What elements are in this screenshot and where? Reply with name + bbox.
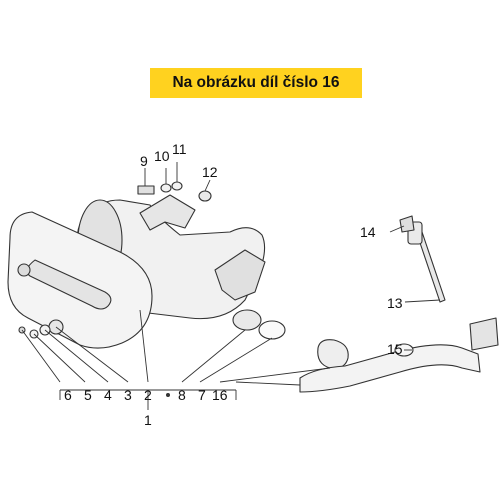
rear-bracket [214,249,266,301]
callout-8: 8 [178,387,186,403]
washer-10 [160,183,172,193]
nut [198,190,212,202]
exhaust-manifold-pipe [299,344,481,393]
callout-15: 15 [387,341,403,357]
callout-6: 6 [64,387,72,403]
highlight-banner: Na obrázku díl číslo 16 [150,68,362,98]
heat-shield-hole [17,263,31,277]
callout-1: 1 [144,412,152,428]
callout-12: 12 [202,164,218,180]
callout-3: 3 [124,387,132,403]
callout-14: 14 [360,224,376,240]
manifold-flange [469,317,499,351]
banner-text: Na obrázku díl číslo 16 [172,74,340,91]
callout-2: 2 [144,387,152,403]
callout-5: 5 [84,387,92,403]
callout-4: 4 [104,387,112,403]
outlet-pipe [232,309,262,331]
gasket-ring [258,320,286,340]
leader-lines [21,162,441,410]
leader-dot [166,393,170,397]
callout-13: 13 [387,295,403,311]
sensor-cap [399,215,415,233]
callout-10: 10 [154,148,170,164]
callout-16: 16 [212,387,228,403]
callout-7: 7 [198,387,206,403]
bolt [137,185,155,195]
pipe-clamp [317,339,349,369]
callout-9: 9 [140,153,148,169]
washer-11 [171,181,183,191]
muffler-bracket [139,194,196,231]
callout-11: 11 [172,141,187,157]
